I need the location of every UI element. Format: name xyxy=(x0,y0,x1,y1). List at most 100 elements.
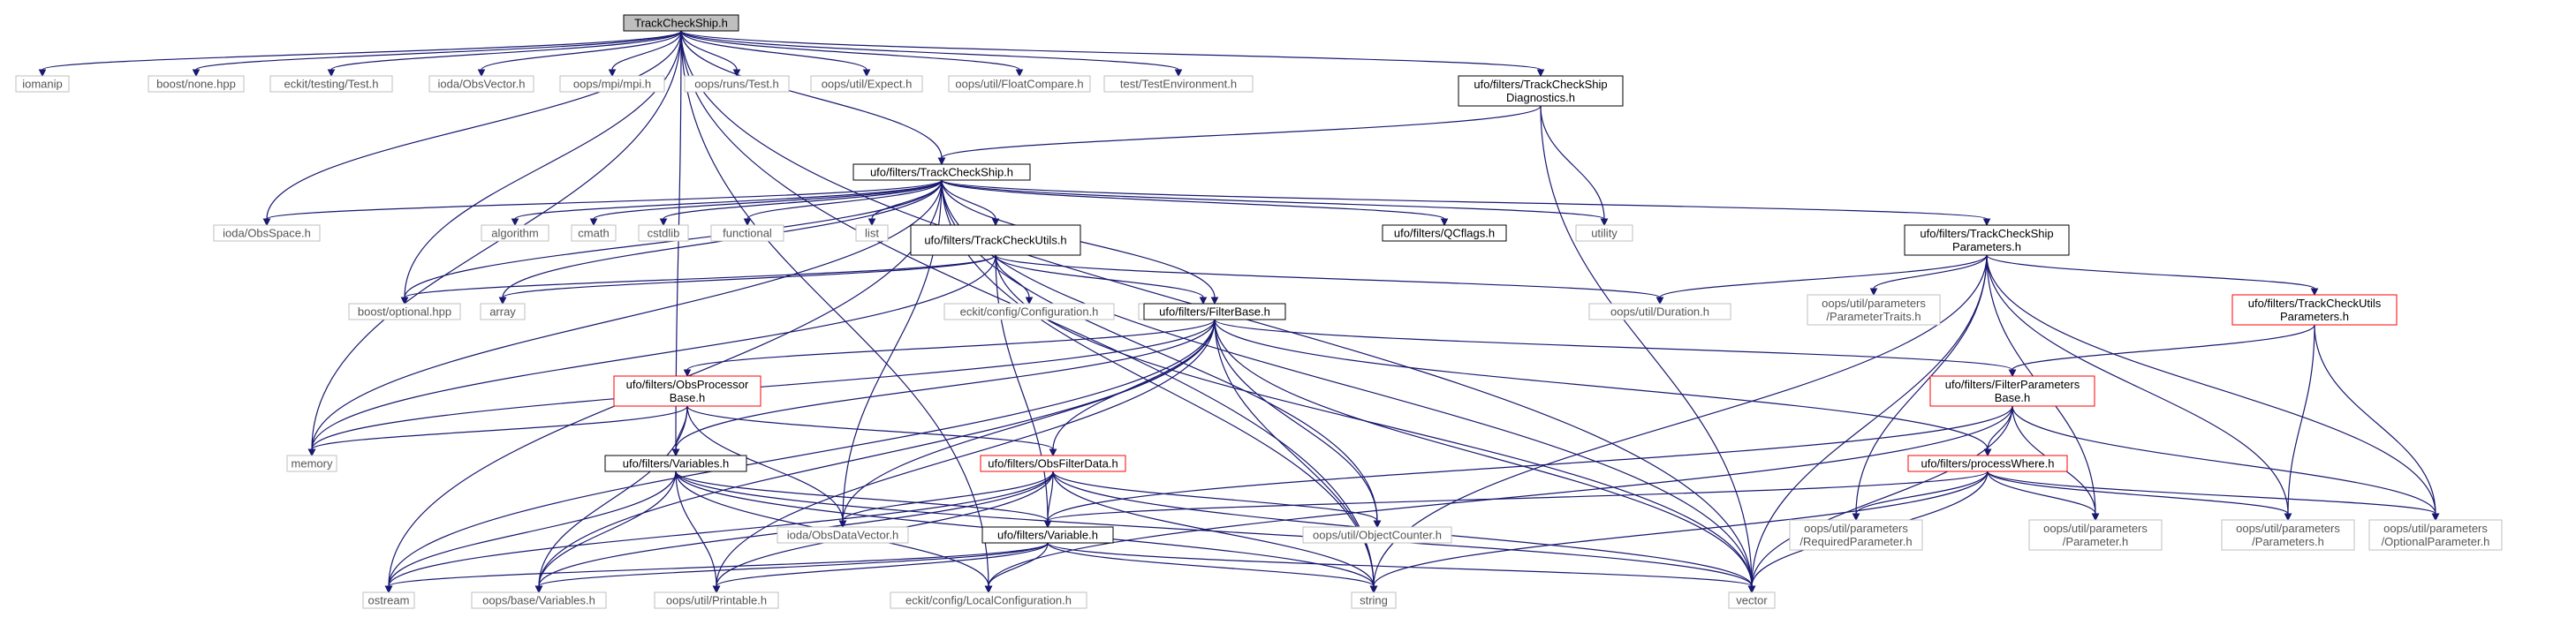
node-printable[interactable]: oops/util/Printable.h xyxy=(654,591,779,609)
node-label: /Parameters.h xyxy=(2252,535,2324,548)
node-list[interactable]: list xyxy=(855,224,889,242)
node-label: list xyxy=(865,227,879,240)
node-variables_h[interactable]: ufo/filters/Variables.h xyxy=(604,455,747,472)
edge-layer xyxy=(38,30,2440,594)
node-box xyxy=(638,224,689,242)
node-label: ufo/filters/FilterParameters xyxy=(1945,378,2080,391)
node-objectcounter[interactable]: oops/util/ObjectCounter.h xyxy=(1302,526,1452,544)
node-obsfilterdata[interactable]: ufo/filters/ObsFilterData.h xyxy=(980,455,1126,472)
node-label: Base.h xyxy=(670,391,705,404)
node-parameters[interactable]: oops/util/parameters/Parameters.h xyxy=(2221,519,2355,551)
node-functional[interactable]: functional xyxy=(710,224,784,242)
edge-filterparams-to-vector xyxy=(1747,405,2013,594)
node-box xyxy=(1103,75,1254,93)
node-vector[interactable]: vector xyxy=(1728,591,1776,609)
node-label: ostream xyxy=(368,594,410,607)
node-label: ufo/filters/Variables.h xyxy=(623,457,729,471)
edge-tcu_h-to-eckit_config xyxy=(995,254,1034,305)
node-oops_expect[interactable]: oops/util/Expect.h xyxy=(810,75,923,93)
node-label: ioda/ObsDataVector.h xyxy=(787,529,898,542)
node-iomanip[interactable]: iomanip xyxy=(15,75,70,93)
node-label: boost/optional.hpp xyxy=(358,305,451,319)
node-parameter[interactable]: oops/util/parameters/Parameter.h xyxy=(2028,519,2163,551)
node-oops_mpi[interactable]: oops/mpi/mpi.h xyxy=(559,75,665,93)
node-ioda_obsvector[interactable]: ioda/ObsVector.h xyxy=(428,75,534,93)
node-ioda_obsdatavector[interactable]: ioda/ObsDataVector.h xyxy=(777,526,909,544)
node-utility[interactable]: utility xyxy=(1575,224,1633,242)
node-localconfig[interactable]: eckit/config/LocalConfiguration.h xyxy=(890,591,1087,609)
node-box xyxy=(1458,75,1624,107)
edge-filterbase-to-processwhere xyxy=(1214,319,1992,457)
node-memory[interactable]: memory xyxy=(286,455,337,472)
node-qcflags[interactable]: ufo/filters/QCflags.h xyxy=(1382,224,1507,242)
node-boost_none[interactable]: boost/none.hpp xyxy=(148,75,245,93)
node-paramtraits[interactable]: oops/util/parameters/ParameterTraits.h xyxy=(1807,294,1941,326)
edge-root-to-oops_mpi xyxy=(608,30,682,78)
node-label: cstdlib xyxy=(648,227,680,240)
node-label: oops/util/parameters xyxy=(1822,297,1926,310)
edge-tcs_params-to-tcu_params xyxy=(1986,254,2319,297)
node-oops_floatcompare[interactable]: oops/util/FloatCompare.h xyxy=(948,75,1091,93)
node-variable_h[interactable]: ufo/filters/Variable.h xyxy=(981,526,1114,544)
node-box xyxy=(1351,591,1397,609)
node-box xyxy=(1588,303,1731,320)
node-box xyxy=(613,375,761,407)
node-label: oops/util/parameters xyxy=(1804,522,1908,535)
node-algorithm[interactable]: algorithm xyxy=(481,224,549,242)
node-test_env[interactable]: test/TestEnvironment.h xyxy=(1103,75,1254,93)
node-oops_runs_test[interactable]: oops/runs/Test.h xyxy=(684,75,790,93)
node-processwhere[interactable]: ufo/filters/processWhere.h xyxy=(1907,455,2068,472)
node-duration[interactable]: oops/util/Duration.h xyxy=(1588,303,1731,320)
node-box xyxy=(1907,455,2068,472)
node-eckit_test[interactable]: eckit/testing/Test.h xyxy=(269,75,393,93)
node-cstdlib[interactable]: cstdlib xyxy=(638,224,689,242)
node-string[interactable]: string xyxy=(1351,591,1397,609)
node-array[interactable]: array xyxy=(480,303,526,320)
node-cmath[interactable]: cmath xyxy=(571,224,617,242)
node-tcs_h[interactable]: ufo/filters/TrackCheckShip.h xyxy=(852,163,1031,181)
edge-tcu_params-to-filterparams xyxy=(2008,324,2315,378)
node-label: ufo/filters/TrackCheckShip.h xyxy=(870,166,1013,179)
node-box xyxy=(980,455,1126,472)
edge-tcs_h-to-boost_optional xyxy=(400,179,943,305)
node-label: array xyxy=(489,305,516,319)
node-oops_variables[interactable]: oops/base/Variables.h xyxy=(471,591,607,609)
edge-variable_h-to-vector xyxy=(1047,542,1756,594)
edge-tcs_h-to-qcflags xyxy=(941,179,1449,227)
node-box xyxy=(623,14,739,32)
node-root[interactable]: TrackCheckShip.h xyxy=(623,14,739,32)
edge-tcs_params-to-paramtraits xyxy=(1869,254,1988,297)
node-boost_optional[interactable]: boost/optional.hpp xyxy=(348,303,461,320)
node-label: boost/none.hpp xyxy=(156,78,236,91)
node-box xyxy=(559,75,665,93)
node-box xyxy=(348,303,461,320)
edge-tcs_diag-to-utility xyxy=(1540,105,1609,227)
node-label: eckit/testing/Test.h xyxy=(284,78,379,91)
node-eckit_config[interactable]: eckit/config/Configuration.h xyxy=(943,303,1115,320)
node-filterbase[interactable]: ufo/filters/FilterBase.h xyxy=(1143,303,1286,320)
node-ioda_obsspace[interactable]: ioda/ObsSpace.h xyxy=(213,224,321,242)
node-label: utility xyxy=(1591,227,1618,240)
edge-root-to-oops_expect xyxy=(680,30,871,78)
node-ostream[interactable]: ostream xyxy=(362,591,415,609)
node-tcu_h[interactable]: ufo/filters/TrackCheckUtils.h xyxy=(910,224,1081,256)
edge-obsfilterdata-to-objectcounter xyxy=(1052,471,1382,529)
edge-tcs_h-to-cmath xyxy=(589,179,943,227)
node-label: Parameters.h xyxy=(1952,240,2021,253)
edge-tcu_params-to-parameters xyxy=(2284,324,2315,522)
node-required[interactable]: oops/util/parameters/RequiredParameter.h xyxy=(1789,519,1923,551)
edge-root-to-oops_floatcompare xyxy=(680,30,1024,78)
node-label: oops/util/ObjectCounter.h xyxy=(1313,529,1442,542)
edge-processwhere-to-optional xyxy=(1987,471,2440,522)
node-label: Parameters.h xyxy=(2280,310,2349,323)
node-box xyxy=(471,591,607,609)
edge-tcs_h-to-algorithm xyxy=(511,179,943,227)
edge-filterbase-to-filterparams xyxy=(1214,319,2017,378)
node-box xyxy=(1929,375,2095,407)
node-optional[interactable]: oops/util/parameters/OptionalParameter.h xyxy=(2368,519,2503,551)
